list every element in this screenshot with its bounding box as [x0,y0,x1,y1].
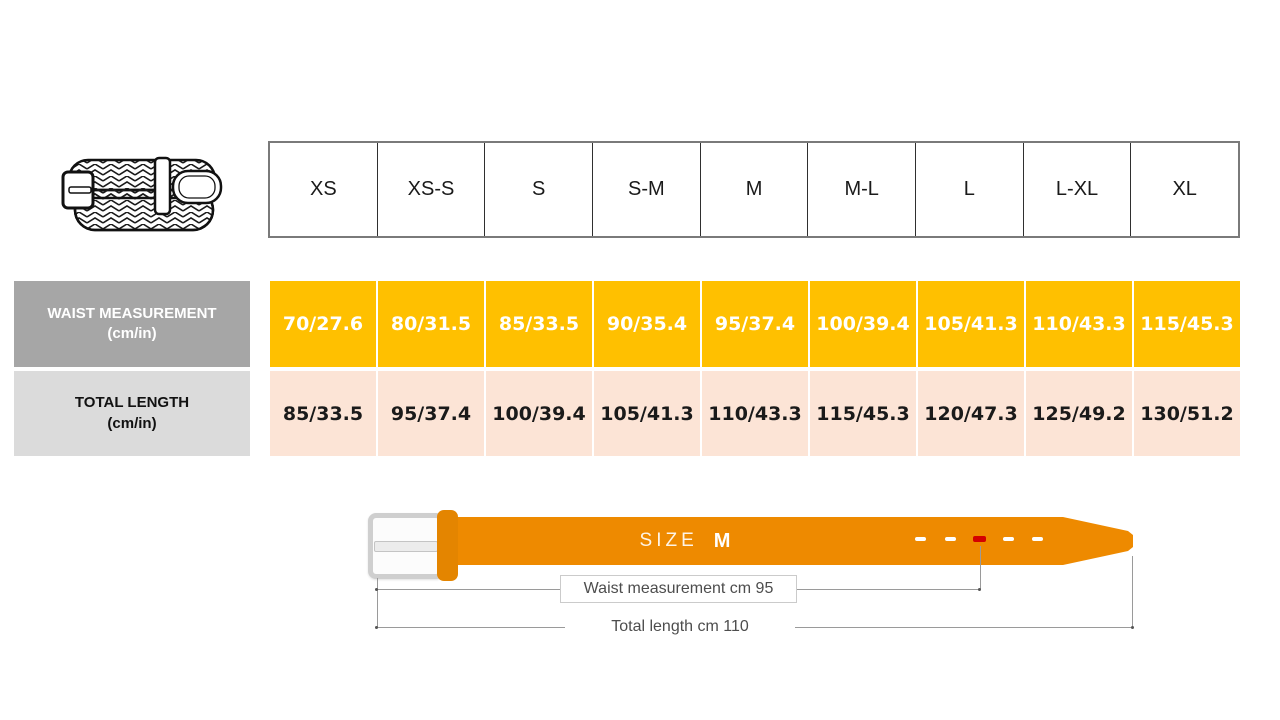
belt-hole [915,537,926,541]
size-header-cell: M-L [807,143,915,236]
belt-hole [945,537,956,541]
measure-end-dot [375,588,378,591]
total-label-line1: TOTAL LENGTH [74,394,190,412]
total-length-value-cell: 85/33.5 [270,371,376,456]
total-length-value-cell: 105/41.3 [594,371,700,456]
belt-hole [1003,537,1014,541]
belt-tip-guide-line [1132,556,1133,627]
belt-buckle [368,513,444,579]
total-label-line2: (cm/in) [107,414,157,432]
waist-measure-line-right [797,589,980,590]
waist-label-line2: (cm/in) [107,325,157,342]
waist-value-cell: 95/37.4 [702,281,808,367]
waist-value-cell: 90/35.4 [594,281,700,367]
total-length-line-left [377,627,565,628]
size-header-row: XS XS-S S S-M M M-L L L-XL XL [268,141,1240,238]
total-length-value-cell: 130/51.2 [1134,371,1240,456]
waist-value-cell: 85/33.5 [486,281,592,367]
buckle-prong [374,541,438,552]
waist-value-cell: 100/39.4 [810,281,916,367]
waist-value-cell: 105/41.3 [918,281,1024,367]
size-value: M [713,529,731,552]
total-length-value-cell: 95/37.4 [378,371,484,456]
measure-end-dot [1131,626,1134,629]
waist-value-cell: 70/27.6 [270,281,376,367]
total-length-row: 85/33.5 95/37.4 100/39.4 105/41.3 110/43… [270,371,1240,456]
size-header-cell: M [699,143,808,236]
waist-measurement-annotation: Waist measurement cm 95 [560,575,797,603]
total-length-value-cell: 100/39.4 [486,371,592,456]
total-length-value-cell: 110/43.3 [702,371,808,456]
marker-hole-guide-line [980,546,981,589]
size-header-cell: XL [1130,143,1238,236]
waist-value-cell: 110/43.3 [1026,281,1132,367]
size-word: SIZE [639,530,698,551]
waist-measure-line-left [377,589,560,590]
waist-measurement-row-label: WAIST MEASUREMENT (cm/in) [14,281,250,367]
waist-label-line1: WAIST MEASUREMENT [47,304,217,322]
belt-hole [1032,537,1043,541]
size-header-cell: XS-S [376,143,485,236]
belt-size-label: SIZE M [600,527,770,555]
total-length-row-label: TOTAL LENGTH (cm/in) [14,371,250,456]
waist-value-cell: 80/31.5 [378,281,484,367]
total-length-line-right [795,627,1133,628]
belt-keeper-loop [437,510,458,581]
belt-strap [444,517,1133,565]
buckle-guide-line [377,578,378,627]
size-header-cell: XS [309,178,337,200]
measure-end-dot [375,626,378,629]
waist-measurement-row: 70/27.6 80/31.5 85/33.5 90/35.4 95/37.4 … [270,281,1240,367]
total-length-value-cell: 115/45.3 [810,371,916,456]
size-header-cell: S [484,143,592,236]
total-length-value-cell: 125/49.2 [1026,371,1132,456]
belt-hole-marker [973,536,986,542]
size-header-cell: L-XL [1022,143,1131,236]
size-header-cell: S-M [592,143,700,236]
total-length-value-cell: 120/47.3 [918,371,1024,456]
waist-value-cell: 115/45.3 [1134,281,1240,367]
measure-end-dot [978,588,981,591]
braided-belt-illustration [61,156,223,232]
size-header-cell: L [915,143,1023,236]
total-length-annotation: Total length cm 110 [611,618,749,635]
